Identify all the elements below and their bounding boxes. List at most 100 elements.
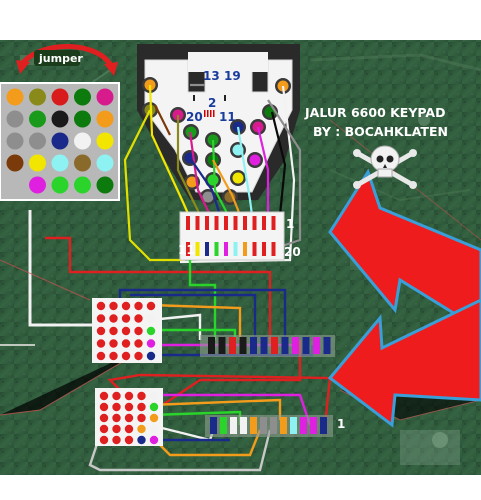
legend-color-dot: [6, 154, 24, 172]
red-pad: [96, 339, 106, 348]
board-pin-lower: [220, 417, 227, 434]
skull-crossbones-icon: [353, 145, 417, 189]
legend-color-dot: [29, 88, 46, 106]
red-pad-grid-lower: [95, 388, 163, 446]
red-pad: [149, 413, 159, 423]
fpc-pin-top: [271, 216, 276, 230]
board-pin-lower: [250, 417, 257, 434]
red-pad: [137, 402, 146, 412]
board-pin-upper: [208, 337, 215, 354]
red-pad: [134, 301, 143, 311]
label-fpc-11: 11: [178, 243, 195, 257]
board-pin-upper: [302, 337, 310, 354]
connector-wires: [123, 83, 302, 264]
fpc-connector: 1 11 20: [178, 211, 301, 261]
red-pad: [112, 413, 121, 423]
legend-color-dot: [51, 110, 69, 128]
red-pad: [109, 339, 118, 348]
fpc-pin-top: [233, 216, 238, 230]
board-connector-lower: 1: [205, 415, 345, 437]
title-line-2: BY : BOCAHKLATEN: [313, 124, 448, 139]
fpc-pin-top: [224, 216, 228, 230]
red-pad: [124, 435, 134, 445]
fpc-pin-bottom: [186, 242, 190, 256]
red-pad: [137, 435, 146, 445]
board-pin-upper: [271, 337, 278, 354]
fpc-pin-bottom: [252, 242, 257, 256]
fpc-pin-top: [195, 216, 200, 230]
legend-color-dot: [96, 154, 114, 172]
red-pad: [124, 402, 134, 412]
red-pad: [149, 424, 159, 434]
legend-color-dot: [96, 176, 114, 194]
red-pad: [124, 424, 134, 434]
red-pad: [96, 351, 106, 361]
label-fpc-1: 1: [286, 217, 294, 231]
fpc-pin-top: [252, 216, 257, 230]
legend-color-dot: [51, 132, 69, 150]
red-pad: [121, 339, 131, 348]
title-block: JALUR 6600 KEYPAD BY : BOCAHKLATEN: [304, 105, 448, 139]
board-pin-upper: [218, 337, 226, 354]
legend-color-dot: [51, 88, 69, 106]
connector-pad: [207, 174, 219, 186]
legend-color-dot: [74, 88, 91, 106]
red-pad: [109, 351, 118, 361]
red-pad: [146, 326, 156, 336]
red-pad-grid-upper: [92, 298, 162, 363]
label-pin-11: 11: [219, 110, 236, 124]
legend-color-dot: [29, 132, 46, 150]
board-pin-lower: [210, 417, 217, 434]
legend-color-dot: [74, 154, 91, 172]
legend-label: jumper: [38, 52, 83, 65]
fpc-pin-bottom: [205, 242, 209, 256]
red-pad: [134, 339, 143, 348]
red-pad: [109, 301, 118, 311]
red-pad: [134, 314, 143, 323]
board-wires: [45, 236, 332, 472]
fpc-pin-bottom: [224, 242, 228, 256]
red-pad: [134, 351, 143, 361]
fpc-pin-bottom: [271, 242, 276, 256]
red-pad: [112, 402, 121, 412]
legend-color-dot: [96, 88, 114, 106]
red-pad: [99, 391, 109, 401]
fpc-pin-top: [205, 216, 209, 230]
board-pin-upper: [313, 337, 320, 354]
legend-color-dot: [96, 132, 114, 150]
legend-color-dot: [51, 176, 69, 194]
legend-color-dot: [74, 132, 91, 150]
legend-color-dot: [51, 154, 69, 172]
red-pad: [109, 326, 118, 336]
red-pad: [146, 301, 156, 311]
red-pad: [149, 435, 159, 445]
fpc-pin-bottom: [233, 242, 238, 256]
board-pin-upper: [292, 337, 299, 354]
board-pin-lower: [310, 417, 317, 434]
red-pad: [121, 326, 131, 336]
red-pad: [121, 351, 131, 361]
board-pin-lower: [290, 417, 297, 434]
connector-pad: [249, 154, 261, 166]
connector-pad: [232, 172, 244, 184]
red-pad: [96, 301, 106, 311]
fpc-pin-bottom: [262, 242, 266, 256]
board-pin-lower: [260, 417, 267, 434]
fpc-pin-bottom: [243, 242, 247, 256]
red-pad: [137, 424, 146, 434]
legend-color-dot: [6, 132, 24, 150]
board-pin-lower: [300, 417, 307, 434]
legend-color-dot: [6, 88, 24, 106]
label-pin-2: 2: [208, 96, 216, 110]
red-pad: [99, 402, 109, 412]
board-pin-upper: [229, 337, 236, 354]
title-line-1: JALUR 6600 KEYPAD: [304, 105, 445, 120]
legend-color-dot: [29, 154, 46, 172]
board-pin-lower: [240, 417, 247, 434]
label-fpc-20: 20: [284, 245, 301, 259]
board-pin-upper: [239, 337, 247, 354]
legend-color-dot: [6, 110, 24, 128]
red-pad: [146, 314, 156, 323]
fpc-pin-top: [186, 216, 190, 230]
